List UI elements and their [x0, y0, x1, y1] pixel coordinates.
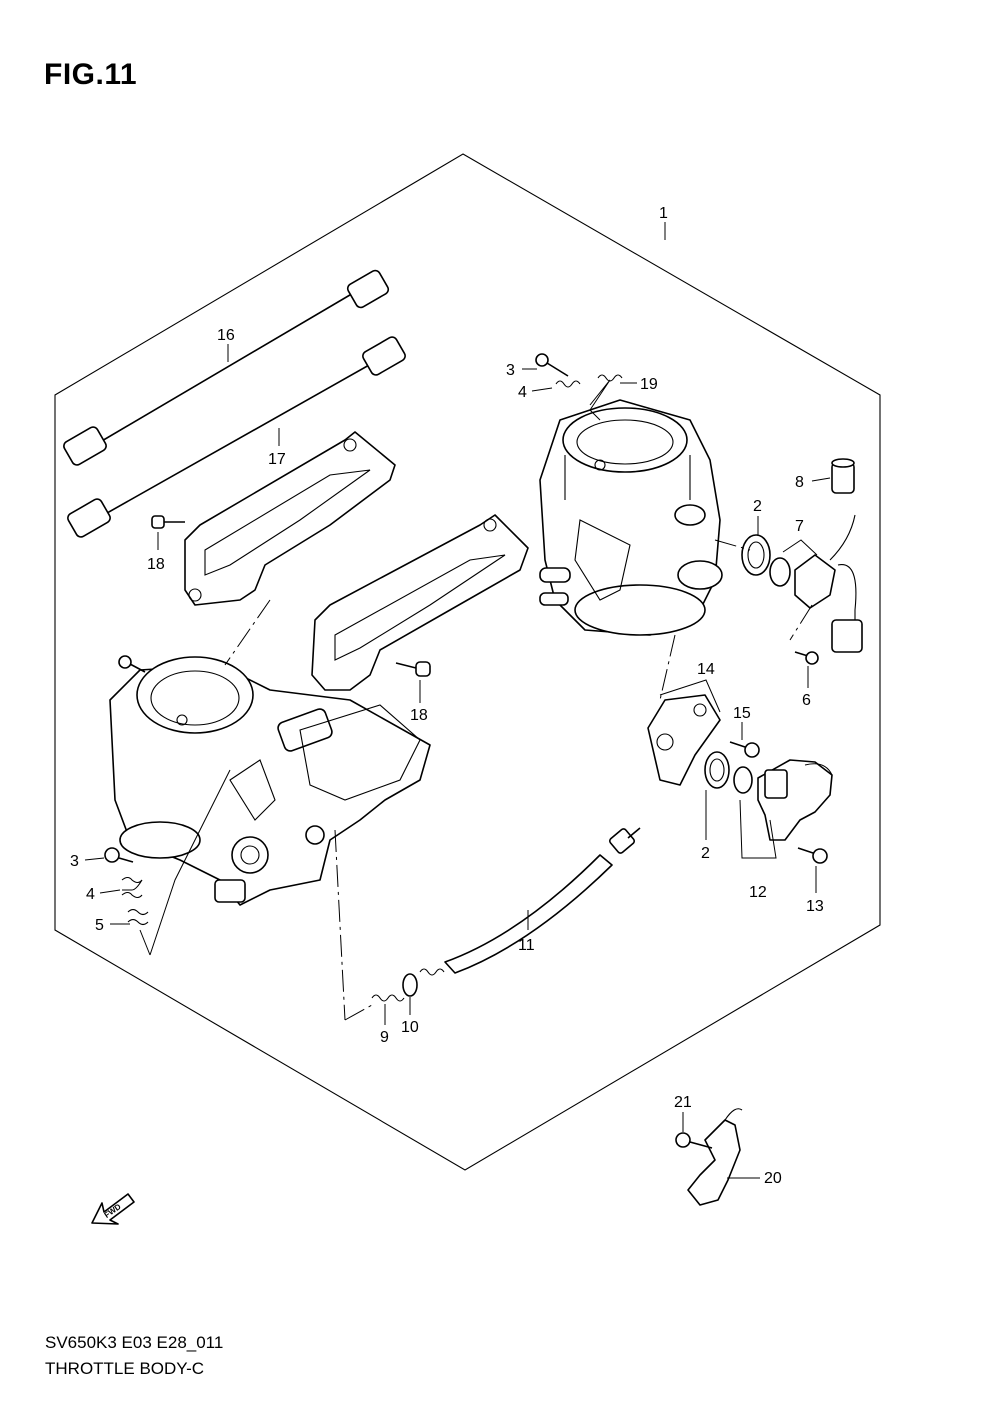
fwd-arrow-icon: FWD — [91, 1193, 135, 1225]
part-20-clip[interactable] — [687, 1108, 743, 1206]
callout-17: 17 — [268, 451, 286, 468]
part-18-bracket-upper[interactable] — [151, 431, 396, 606]
callout-2-upper: 2 — [753, 498, 762, 515]
callout-4-lower: 4 — [86, 886, 95, 903]
callout-18-lower: 18 — [410, 707, 428, 724]
callout-5: 5 — [95, 917, 104, 934]
callout-14: 14 — [697, 661, 715, 678]
part-6-screw[interactable] — [794, 651, 819, 665]
part-14-plate[interactable] — [647, 694, 721, 786]
part-13-screw[interactable] — [797, 847, 828, 864]
callout-9: 9 — [380, 1029, 389, 1046]
part-3-screw-upper[interactable] — [535, 353, 569, 377]
figure-title: FIG.11 — [44, 58, 138, 91]
callout-15: 15 — [733, 705, 751, 722]
callout-13: 13 — [806, 898, 824, 915]
align-line — [659, 634, 676, 701]
callout-7: 7 — [795, 518, 804, 535]
align-line — [714, 539, 751, 551]
part-2-ring-upper[interactable] — [741, 534, 771, 576]
model-code: SV650K3 E03 E28_011 — [45, 1333, 224, 1352]
callout-11: 11 — [518, 937, 535, 954]
leader-lines — [84, 222, 831, 1179]
part-15-screw[interactable] — [729, 741, 760, 758]
callout-12: 12 — [749, 884, 767, 901]
callout-2-lower: 2 — [701, 845, 710, 862]
callout-1: 1 — [659, 205, 668, 222]
callout-16: 16 — [217, 327, 235, 344]
part-18-bracket-lower[interactable] — [311, 514, 529, 691]
part-16-cable[interactable] — [62, 269, 390, 467]
part-3-screw-lower[interactable] — [104, 847, 134, 863]
part-4-spring-lower[interactable] — [121, 876, 143, 899]
part-2-ring-lower[interactable] — [704, 751, 730, 789]
section-name: THROTTLE BODY-C — [45, 1359, 205, 1378]
callout-20: 20 — [764, 1170, 782, 1187]
part-7-sensor[interactable] — [769, 514, 863, 653]
align-line — [334, 829, 346, 1021]
part-19-spring[interactable] — [597, 374, 623, 382]
throttle-body-upper[interactable] — [539, 399, 723, 636]
align-line — [344, 1004, 373, 1021]
callout-19: 19 — [640, 376, 658, 393]
callout-4-upper: 4 — [518, 384, 527, 401]
part-9-spring[interactable] — [371, 994, 405, 1002]
callout-18-upper: 18 — [147, 556, 165, 573]
callout-3-upper: 3 — [506, 362, 515, 379]
part-11-hose[interactable] — [419, 827, 641, 976]
part-10-washer[interactable] — [402, 973, 418, 997]
part-12-sensor-assembly[interactable] — [733, 759, 833, 841]
callout-10: 10 — [401, 1019, 419, 1036]
throttle-body-lower[interactable] — [109, 655, 431, 906]
align-line — [789, 604, 813, 641]
callout-21: 21 — [674, 1094, 692, 1111]
assembly-boundary — [54, 153, 881, 1171]
part-5-spring[interactable] — [127, 908, 149, 926]
callout-3-lower: 3 — [70, 853, 79, 870]
part-21-screw[interactable] — [675, 1132, 713, 1149]
part-17-cable[interactable] — [66, 335, 407, 539]
part-8-cap[interactable] — [831, 458, 855, 494]
align-line — [224, 599, 271, 666]
part-4-spring-upper[interactable] — [555, 380, 581, 388]
callout-8: 8 — [795, 474, 804, 491]
callout-6: 6 — [802, 692, 811, 709]
